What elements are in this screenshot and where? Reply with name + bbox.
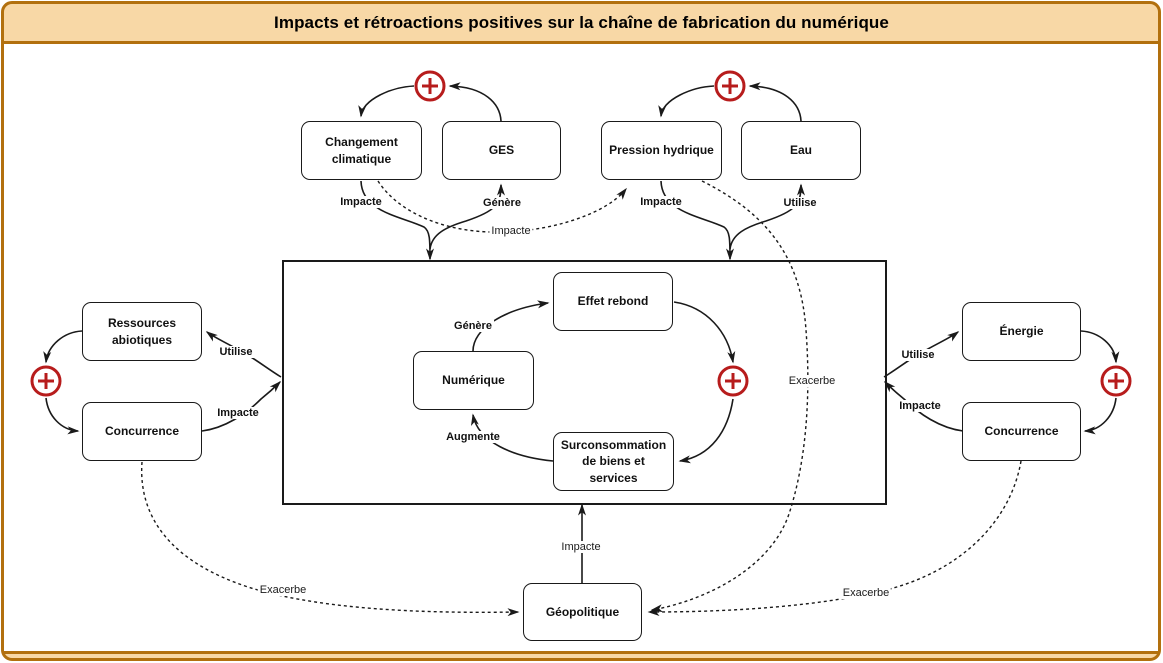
edge-label-exacerbe-gauche: Exacerbe — [257, 584, 309, 596]
edge-label-impacte-climat-pression: Impacte — [489, 225, 533, 237]
edge-eau-to-plus — [748, 82, 802, 122]
edge-label-utilise-energie: Utilise — [899, 349, 937, 361]
edge-label-impacte-pression: Impacte — [638, 196, 684, 208]
edge-plus-to-concurrence-droite — [1083, 397, 1117, 435]
edge-label-exacerbe-pression-geo: Exacerbe — [786, 375, 838, 387]
edge-label-exacerbe-droite: Exacerbe — [840, 587, 892, 599]
node-ressources-abiotiques: Ressources abiotiques — [82, 302, 202, 361]
node-concurrence-droite-label: Concurrence — [984, 424, 1059, 439]
plus-icon-climat — [414, 70, 446, 102]
plus-icon-rebond — [717, 365, 749, 397]
edge-changement-to-pression-dashed — [377, 180, 627, 233]
edge-label-impacte-climat: Impacte — [338, 196, 384, 208]
diagram-title: Impacts et rétroactions positives sur la… — [274, 13, 889, 32]
node-eau: Eau — [741, 121, 861, 180]
edge-surconsommation-to-numerique — [470, 413, 554, 462]
edge-label-genere-ges: Génère — [481, 197, 523, 209]
edge-centre-to-eau — [729, 183, 805, 250]
edge-concurrence-droite-to-geopolitique-dashed — [647, 460, 1022, 616]
edge-energie-to-plus — [1080, 330, 1120, 364]
edge-ressources-to-plus — [43, 330, 83, 364]
edge-concurrence-gauche-to-centre — [201, 380, 282, 432]
edge-plus-to-pression — [658, 85, 715, 118]
node-concurrence-gauche-label: Concurrence — [104, 424, 180, 439]
node-geopolitique-label: Géopolitique — [545, 604, 620, 619]
edge-plus-to-changement — [358, 85, 415, 118]
plus-icon-ressources — [30, 365, 62, 397]
plus-icon-energie — [1100, 365, 1132, 397]
edge-centre-to-ges — [429, 183, 505, 250]
node-surconsommation: Surconsommation de biens et services — [553, 432, 674, 491]
edge-label-impacte-geopolitique: Impacte — [559, 541, 603, 553]
node-effet-rebond-label: Effet rebond — [577, 294, 649, 309]
edge-changement-to-centre — [360, 180, 434, 261]
node-ges: GES — [442, 121, 561, 180]
node-energie-label: Énergie — [999, 324, 1044, 339]
node-concurrence-droite: Concurrence — [962, 402, 1081, 461]
edge-label-utilise-ressources: Utilise — [217, 346, 255, 358]
node-energie: Énergie — [962, 302, 1081, 361]
edge-plus-to-concurrence-gauche — [45, 397, 80, 435]
node-numerique-label: Numérique — [442, 373, 505, 388]
node-numerique: Numérique — [413, 351, 534, 410]
edge-ges-to-plus — [448, 82, 502, 122]
edge-label-impacte-concurrence-droite: Impacte — [897, 400, 943, 412]
node-effet-rebond: Effet rebond — [553, 272, 673, 331]
positive-feedback-icons — [30, 70, 1132, 397]
edge-concurrence-droite-to-centre — [883, 380, 964, 432]
edge-label-augmente-numerique: Augmente — [444, 431, 502, 443]
edge-label-utilise-eau: Utilise — [781, 197, 819, 209]
edge-label-genere-rebond: Génère — [452, 320, 494, 332]
edge-label-impacte-concurrence-gauche: Impacte — [215, 407, 261, 419]
node-pression-hydrique: Pression hydrique — [601, 121, 722, 180]
edge-concurrence-gauche-to-geopolitique-dashed — [141, 461, 520, 617]
node-geopolitique: Géopolitique — [523, 583, 642, 641]
plus-icon-eau — [714, 70, 746, 102]
node-concurrence-gauche: Concurrence — [82, 402, 202, 461]
node-changement-climatique: Changement climatique — [301, 121, 422, 180]
node-pression-hydrique-label: Pression hydrique — [609, 143, 714, 158]
edge-pression-to-geopolitique-dashed — [650, 180, 809, 613]
node-ressources-abiotiques-label: Ressources abiotiques — [107, 316, 177, 347]
node-surconsommation-label: Surconsommation de biens et services — [560, 438, 667, 485]
node-eau-label: Eau — [789, 143, 812, 158]
node-ges-label: GES — [488, 143, 515, 158]
edge-pression-to-centre — [660, 180, 734, 261]
title-bar: Impacts et rétroactions positives sur la… — [6, 7, 1157, 39]
edge-plus-to-surconsommation — [678, 398, 734, 464]
node-changement-climatique-label: Changement climatique — [325, 135, 398, 166]
edge-rebond-to-plus — [673, 301, 736, 364]
